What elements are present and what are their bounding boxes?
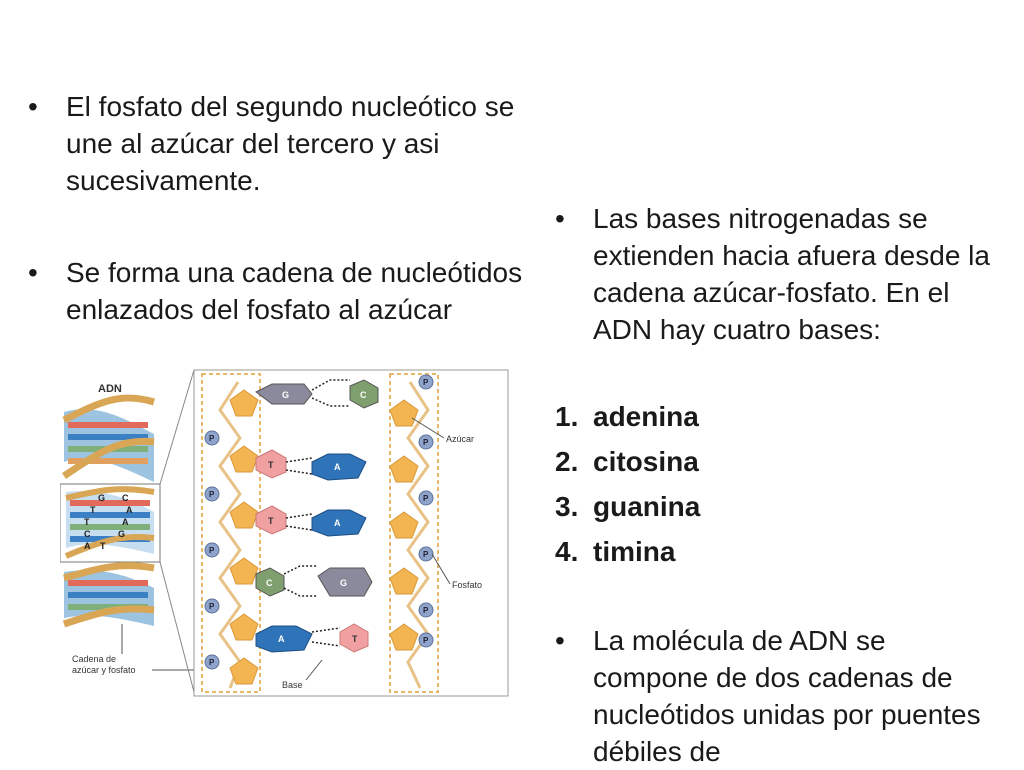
helix-middle: G C T A T A C G A T: [64, 486, 155, 559]
helix-bottom: [62, 562, 155, 628]
base-letter: G: [340, 578, 347, 588]
label-chain-line1: Cadena de: [72, 654, 116, 664]
list-item: 1. adenina: [555, 394, 700, 439]
phosphate-letter: P: [209, 434, 215, 443]
phosphate-letter: P: [209, 602, 215, 611]
helix-letter: G: [98, 493, 105, 503]
list-number: 4.: [555, 536, 579, 567]
phosphate-letter: P: [423, 494, 429, 503]
list-item: 4. timina: [555, 529, 700, 574]
base-letter: T: [352, 634, 358, 644]
base-pair-2: T A: [255, 449, 367, 481]
bullet-text: La molécula de ADN se compone de dos cad…: [593, 625, 981, 767]
base-pair-3: T A: [255, 505, 367, 537]
base-pair-1: G C: [255, 379, 379, 409]
phosphate-letter: P: [423, 378, 429, 387]
phosphate-letter: P: [209, 658, 215, 667]
label-sugar: Azúcar: [446, 434, 474, 444]
sugar-group-left: [229, 389, 259, 685]
base-pair-5: A T: [255, 623, 369, 653]
base-letter: A: [334, 462, 341, 472]
list-item: 2. citosina: [555, 439, 700, 484]
helix-letter: A: [126, 505, 133, 515]
label-phosphate: Fosfato: [452, 580, 482, 590]
bullet-nitrogen-bases: • Las bases nitrogenadas se extienden ha…: [555, 200, 1005, 348]
dna-ladder-panel: P P P P P P P P P P P G: [193, 369, 509, 697]
phosphate-group-right: P P P P P P: [418, 374, 434, 648]
phosphate-letter: P: [423, 606, 429, 615]
list-number: 1.: [555, 401, 579, 432]
phosphate-group-left: P P P P P: [204, 430, 220, 670]
bullet-text: Se forma una cadena de nucleótidos enlaz…: [66, 257, 523, 325]
list-number: 3.: [555, 491, 579, 522]
helix-letter: A: [122, 517, 129, 527]
helix-title: ADN: [98, 383, 122, 395]
bullet-dot: •: [555, 625, 565, 656]
helix-letter: A: [84, 541, 91, 551]
helix-letter: C: [84, 529, 91, 539]
helix-letter: T: [90, 505, 96, 515]
phosphate-letter: P: [209, 546, 215, 555]
bullet-text: Las bases nitrogenadas se extienden haci…: [593, 203, 990, 345]
helix-letter: T: [84, 517, 90, 527]
base-pair-4: C G: [255, 565, 373, 597]
dna-structure-figure: ADN G C T A T A C G: [60, 362, 512, 698]
phosphate-letter: P: [423, 438, 429, 447]
base-letter: T: [268, 516, 274, 526]
phosphate-letter: P: [209, 490, 215, 499]
base-letter: C: [266, 578, 273, 588]
bullet-dot: •: [555, 203, 565, 234]
label-chain-line2: azúcar y fosfato: [72, 665, 136, 675]
bullet-phosphate-links: • El fosfato del segundo nucleótico se u…: [28, 88, 528, 199]
bullet-chain-forms: • Se forma una cadena de nucleótidos enl…: [28, 254, 528, 328]
sugar-group-right: [389, 399, 419, 651]
list-text: adenina: [593, 401, 699, 432]
bullet-dot: •: [28, 257, 38, 288]
bullet-double-chain: • La molécula de ADN se compone de dos c…: [555, 622, 1005, 770]
base-letter: C: [360, 390, 367, 400]
list-text: citosina: [593, 446, 699, 477]
helix-letter: G: [118, 529, 125, 539]
list-number: 2.: [555, 446, 579, 477]
label-base: Base: [282, 680, 303, 690]
base-letter: G: [282, 390, 289, 400]
base-letter: A: [278, 634, 285, 644]
bullet-text: El fosfato del segundo nucleótico se une…: [66, 91, 515, 196]
base-letter: T: [268, 460, 274, 470]
list-item: 3. guanina: [555, 484, 700, 529]
phosphate-letter: P: [423, 550, 429, 559]
list-text: guanina: [593, 491, 701, 522]
dna-helix: ADN G C T A T A C G: [60, 383, 208, 675]
list-text: timina: [593, 536, 676, 567]
phosphate-letter: P: [423, 636, 429, 645]
base-letter: A: [334, 518, 341, 528]
left-column: • El fosfato del segundo nucleótico se u…: [0, 0, 540, 352]
bases-list: 1. adenina 2. citosina 3. guanina 4. timina: [555, 394, 700, 574]
bullet-dot: •: [28, 91, 38, 122]
helix-letter: T: [100, 541, 106, 551]
helix-letter: C: [122, 493, 129, 503]
helix-top: [62, 394, 155, 482]
